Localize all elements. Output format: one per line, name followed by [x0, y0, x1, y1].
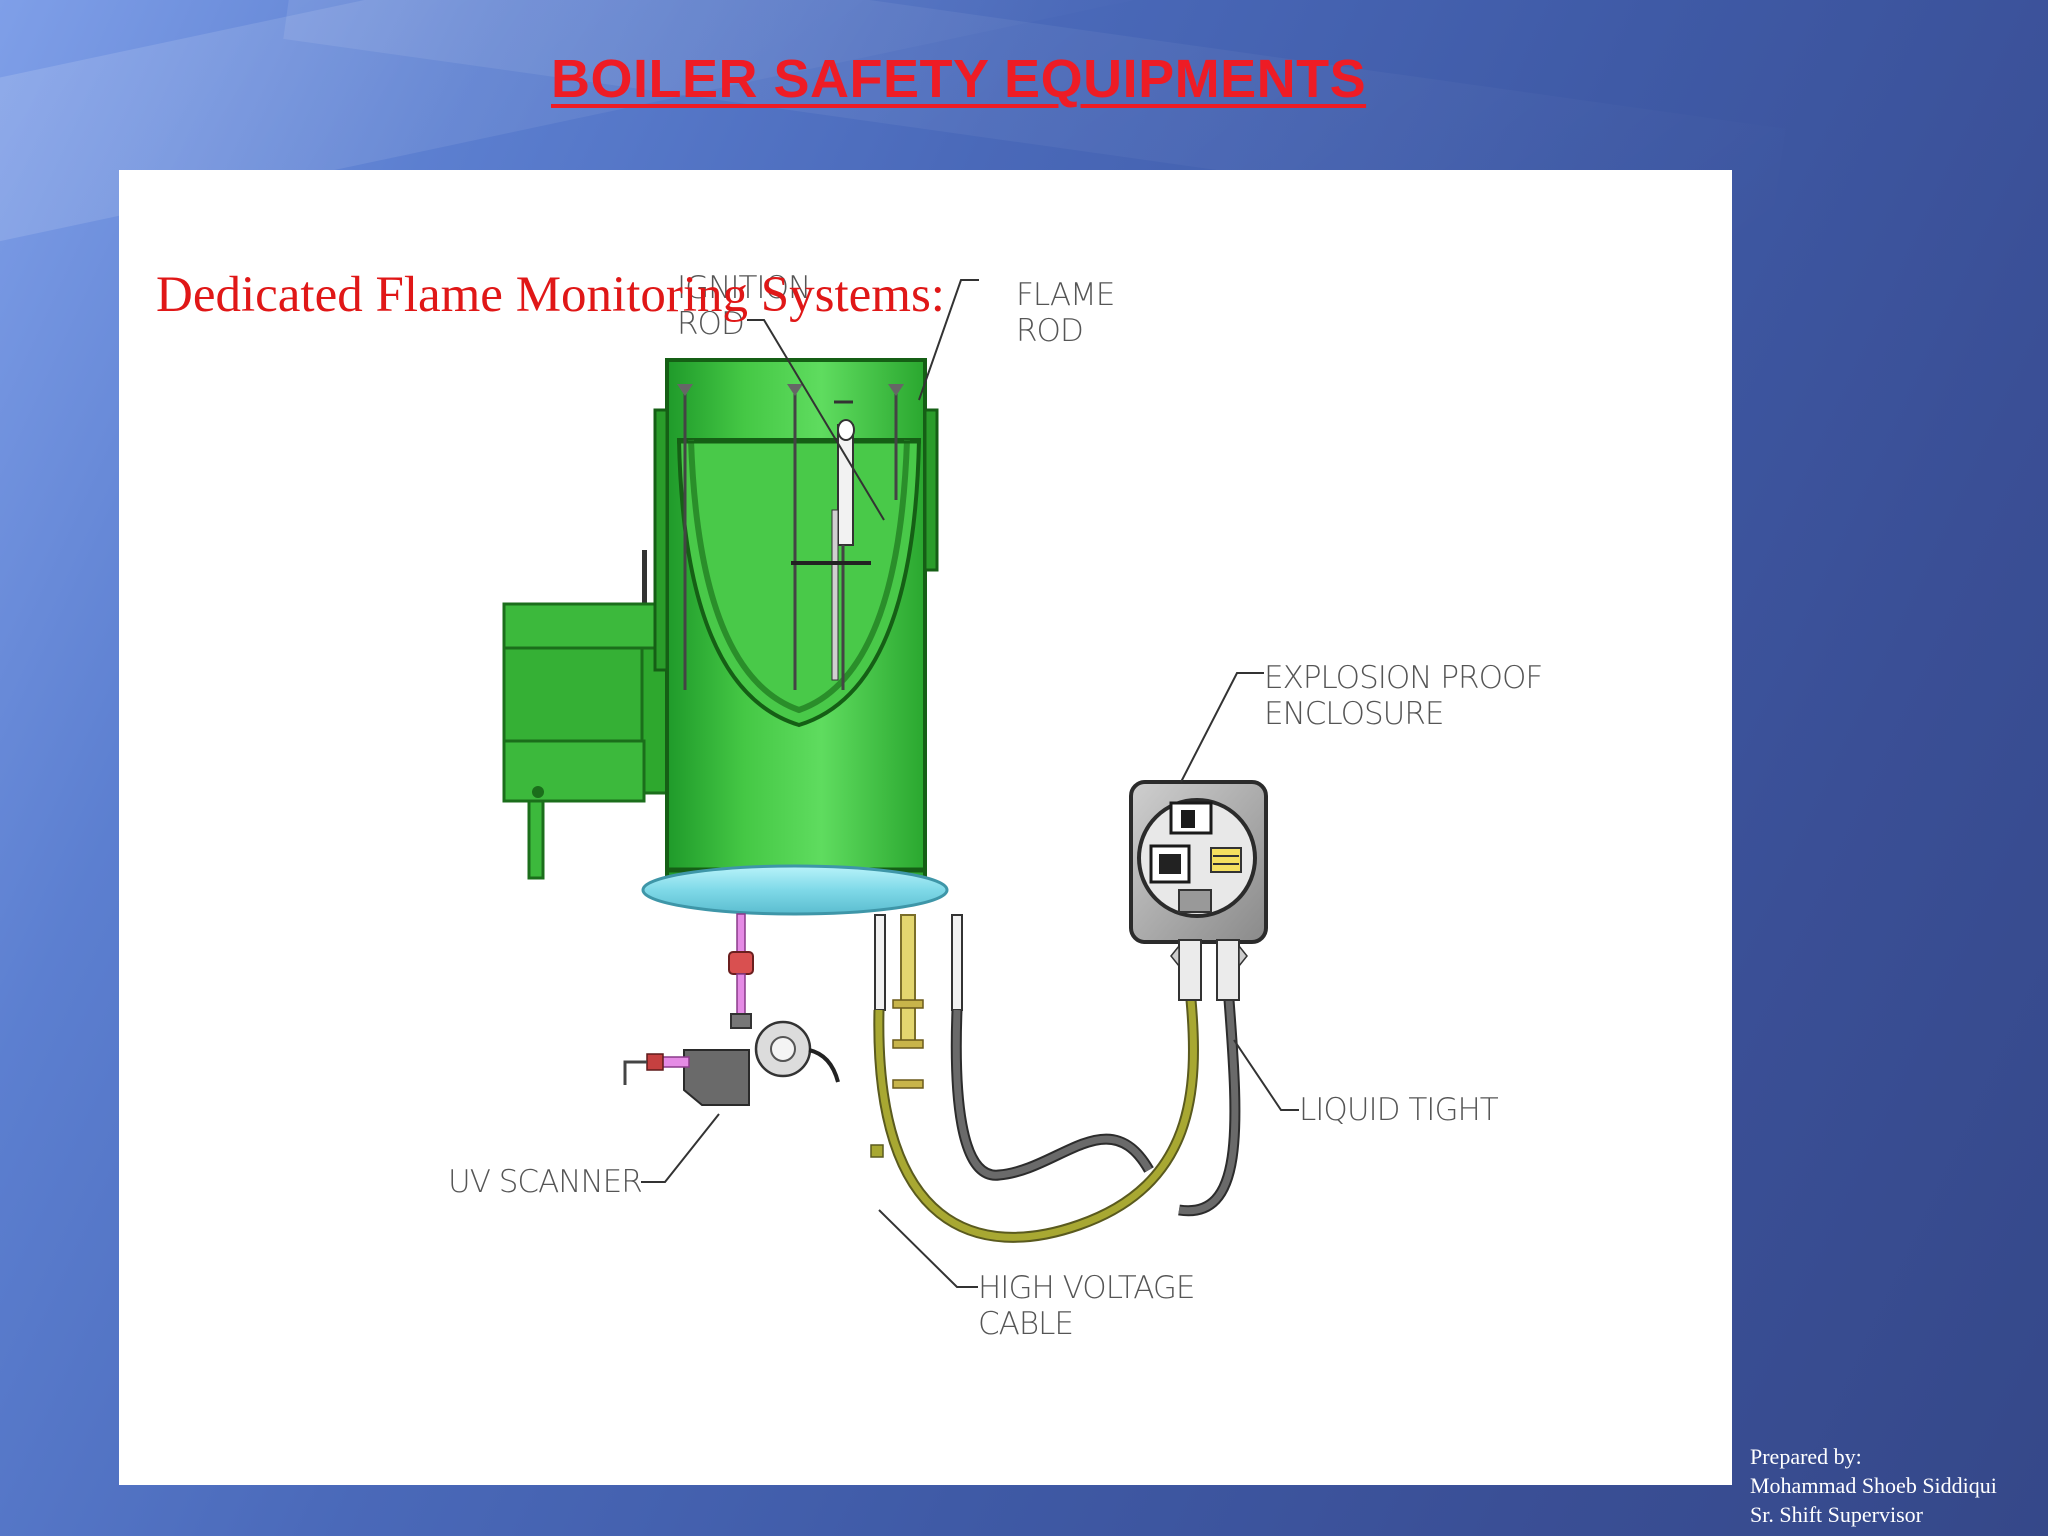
label-liquid-tight: LIQUID TIGHT [1299, 1092, 1499, 1128]
credits: Prepared by: Mohammad Shoeb Siddiqui Sr.… [1750, 1442, 1997, 1529]
section-heading: Dedicated Flame Monitoring Systems: [156, 267, 945, 323]
burner-diagram [502, 279, 1299, 1288]
label-high-voltage-cable: HIGH VOLTAGE CABLE [978, 1270, 1196, 1342]
explosion-proof-enclosure [1129, 780, 1268, 1001]
rod-terminals [874, 914, 963, 1089]
label-flame-rod: FLAME ROD [1016, 277, 1115, 349]
label-uv-scanner: UV SCANNER [448, 1164, 643, 1200]
content-panel: IGNITION ROD FLAME ROD EXPLOSION PROOF E… [119, 170, 1732, 1485]
slide-title: BOILER SAFETY EQUIPMENTS [551, 49, 1367, 109]
uv-scanner-assembly [623, 913, 840, 1106]
label-ignition-rod: IGNITION ROD [677, 270, 811, 342]
cables [870, 999, 1241, 1243]
rods [677, 384, 904, 690]
leader-lines [641, 279, 1299, 1288]
author-role: Sr. Shift Supervisor [1750, 1502, 1923, 1527]
label-explosion-proof-enclosure: EXPLOSION PROOF ENCLOSURE [1264, 660, 1543, 732]
prepared-by-label: Prepared by: [1750, 1444, 1862, 1469]
gasket-ring [641, 864, 949, 916]
author-name: Mohammad Shoeb Siddiqui [1750, 1473, 1997, 1498]
